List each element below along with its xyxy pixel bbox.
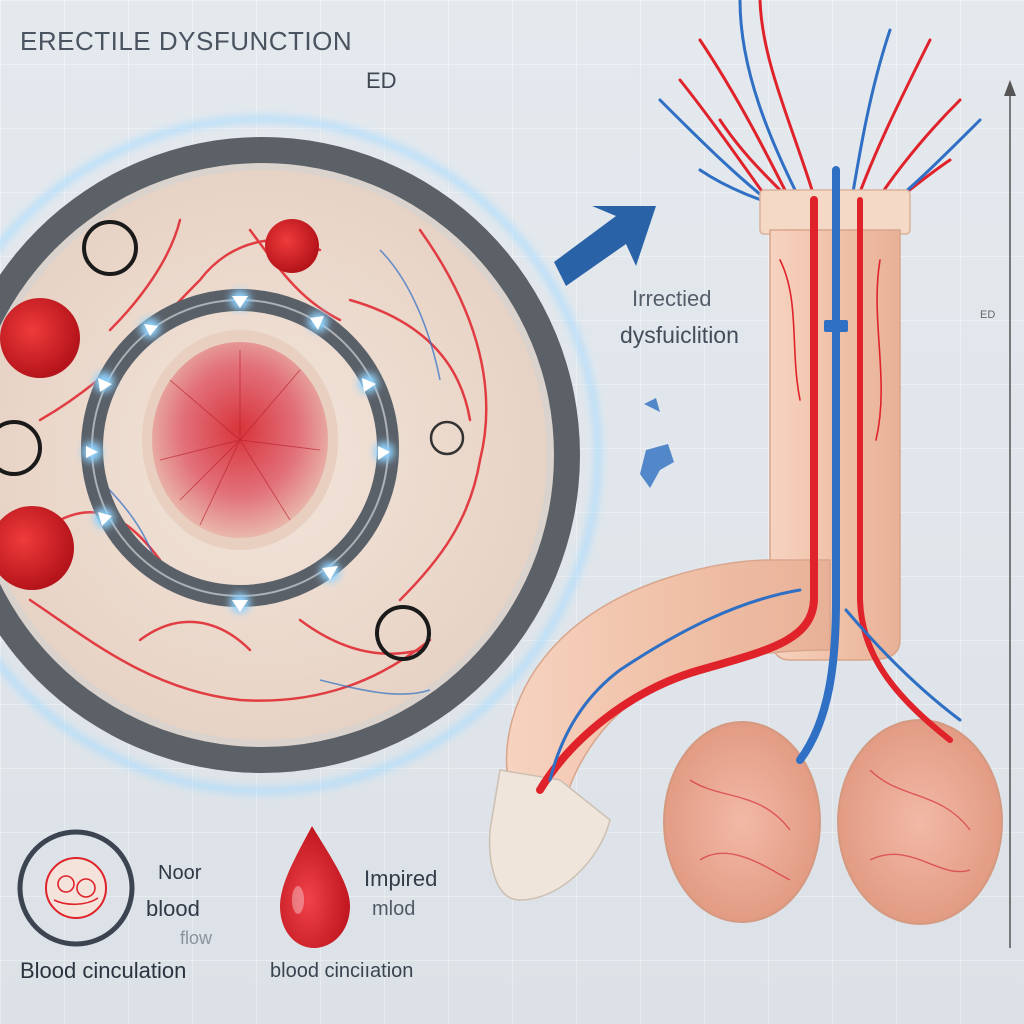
legend-right-line1: Impired — [364, 866, 438, 891]
legend-left-line2: blood — [146, 896, 200, 921]
anatomy-model — [488, 0, 1003, 925]
axis-side-label: ED — [980, 309, 996, 321]
legend-left-line1: Noor — [158, 862, 202, 884]
pointer-arrow-icon — [554, 206, 656, 286]
anatomy-label-line2: dysfuiclition — [620, 322, 739, 348]
legend-flow-icon — [17, 829, 135, 947]
blue-fragment-icon — [640, 398, 674, 488]
cross-section-diagram — [0, 116, 601, 794]
legend-left-caption: Blood cinculation — [20, 958, 187, 983]
anatomy-label-line1: Irrectied — [632, 286, 712, 311]
legend-left-line3: flow — [180, 928, 213, 948]
vertical-axis-line — [1004, 80, 1016, 948]
page-title: ERECTILE DYSFUNCTION — [20, 26, 353, 56]
legend-right-line2: mlod — [372, 898, 416, 920]
legend-right-caption: blood cinciıation — [270, 960, 414, 982]
subtitle: ED — [366, 68, 397, 93]
blood-drop-icon — [280, 826, 350, 948]
